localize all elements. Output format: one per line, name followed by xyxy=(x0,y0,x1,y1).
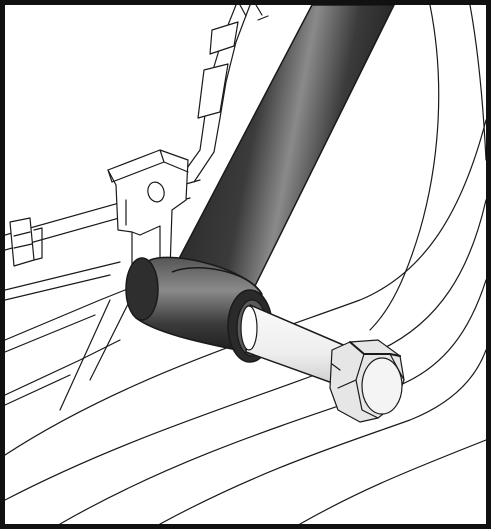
tube xyxy=(171,5,395,293)
seat-frame xyxy=(5,179,201,411)
bolt-head xyxy=(329,339,405,423)
cable-rod xyxy=(181,5,269,183)
